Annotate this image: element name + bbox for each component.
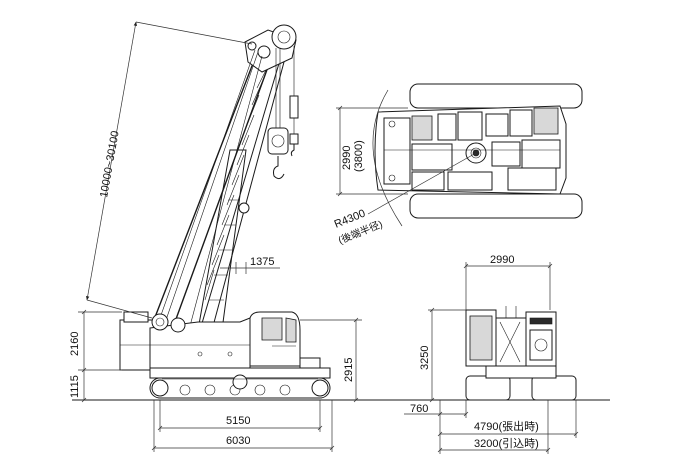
rear-carbody [485, 365, 557, 379]
rear-machinery [495, 306, 557, 367]
cab [249, 311, 321, 371]
boom-offset-label: 1375 [250, 256, 274, 268]
dim-cab-height: 2915 [300, 317, 362, 403]
dim-bottom-horizontal: 5150 6030 [151, 400, 335, 452]
rear-height-label: 3250 [419, 346, 431, 370]
rear-width-label: 2990 [490, 254, 514, 266]
top-view: R4300 (後端半径) 2990 (3800) [333, 83, 583, 247]
top-track-lower [409, 193, 583, 219]
top-width-ext-label: (3800) [353, 140, 365, 172]
side-view: 10000~30100 1375 2160 1115 2915 [69, 21, 610, 452]
upper-body [149, 313, 251, 371]
track-retracted-label: 3200(引込時) [474, 436, 539, 450]
dim-rear-width: 2990 [463, 254, 553, 310]
dim-rear-bottom: 760 4790(張出時) 3200(引込時) [404, 400, 579, 454]
crawler [149, 367, 331, 399]
boom-head [244, 24, 299, 180]
rear-view: 2990 3250 760 4790(張出時) 3 [404, 254, 579, 454]
overall-length-label: 6030 [226, 435, 250, 447]
ground-clearance-label: 1115 [69, 375, 81, 398]
boom-length-label: 10000~30100 [98, 130, 122, 199]
counterweight-height-label: 2160 [69, 332, 81, 356]
rear-track-left [465, 375, 511, 401]
track-extended-label: 4790(張出時) [474, 419, 539, 433]
dim-boom-offset: 1375 [220, 256, 280, 274]
dim-top-width: 2990 (3800) [336, 105, 408, 197]
boom [151, 39, 285, 331]
dim-rear-height: 3250 [419, 307, 466, 403]
tail-radius-line [367, 152, 477, 215]
top-machinery [383, 107, 561, 191]
rear-track-right [531, 375, 577, 401]
cab-height-label: 2915 [343, 358, 355, 382]
top-track-upper [409, 83, 583, 109]
rear-offset-label: 760 [410, 403, 428, 415]
pendant-lines [159, 49, 263, 327]
top-width-label: 2990 [341, 146, 353, 170]
tail-arc [372, 89, 403, 227]
dim-left-vertical: 2160 1115 [69, 309, 122, 403]
track-length-label: 5150 [226, 415, 250, 427]
counterweight [119, 311, 155, 371]
